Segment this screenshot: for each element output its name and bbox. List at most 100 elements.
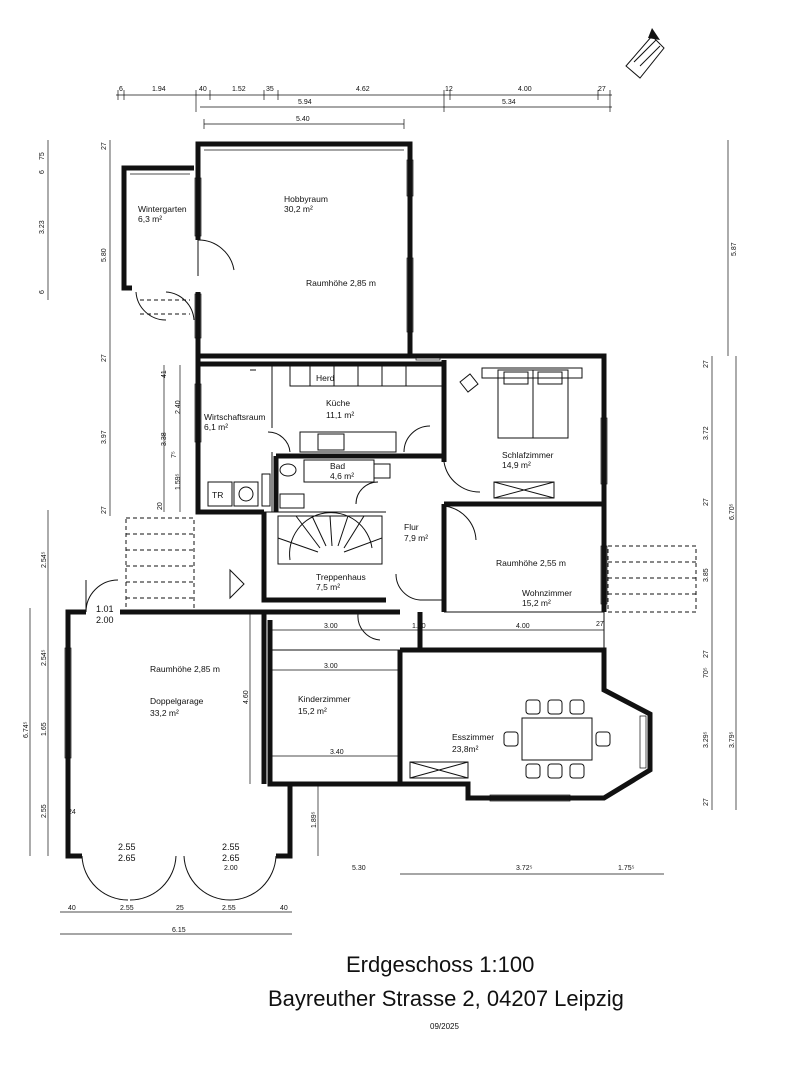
staircase [277,512,383,565]
kueche-area: 11,1 m² [326,410,354,420]
dim-right-27b: 27 [703,498,710,506]
dimension-right: 5.87 27 3.72 27 6.70⁵ 3.85 27 70⁵ 3.29⁵ … [703,140,738,810]
dim-left-323: 3.23 [39,220,46,234]
dim-bottom-40b: 40 [280,905,288,912]
dim-right-385: 3.85 [703,568,710,582]
dim-top-7: 12 [445,86,453,93]
dim-left-674: 6.74⁵ [23,721,30,738]
hobbyraum-label: Hobbyraum [284,194,328,204]
dim-left-580: 5.80 [101,248,108,262]
dim-left-6b: 6 [39,290,46,294]
dimension-top: 6 1.94 40 1.52 35 4.62 12 4.00 27 5.94 5… [116,86,612,129]
dim-top-9: 27 [598,86,606,93]
dim-top2-2: 5.34 [502,99,516,106]
wintergarten-label: Wintergarten [138,204,187,214]
dim-left-397: 3.97 [101,430,108,444]
doppelgarage-label: Doppelgarage [150,696,204,706]
flur-area: 7,9 m² [404,533,428,543]
dim-inner-27: 27 [596,621,604,628]
dim-inner-400: 4.00 [516,623,530,630]
north-arrow-icon [625,28,665,79]
wirtschaftsraum-area: 6,1 m² [204,422,228,432]
garage-door-2-width: 2.55 [222,842,240,852]
dimension-bottom: 5.30 3.72⁵ 1.75⁵ 40 2.55 25 2.55 40 6.15 [68,865,635,934]
dim-inner-150: 1.50 [412,623,426,630]
inner-dim-texts: 1.01 2.00 3.00 1.50 4.00 27 3.00 4.60 3.… [96,604,604,828]
garage-door-2-extra: 2.00 [224,865,238,872]
kinderzimmer-area: 15,2 m² [298,706,327,716]
dim-top-8: 4.00 [518,86,532,93]
garage-height: Raumhöhe 2,85 m [150,664,220,674]
room-labels: Wintergarten 6,3 m² Hobbyraum 30,2 m² Ra… [138,194,572,754]
dim-bottom-175: 1.75⁵ [618,865,635,872]
esszimmer-label: Esszimmer [452,732,494,742]
walls [65,141,653,859]
dimension-inner [60,612,664,935]
wohnzimmer-area: 15,2 m² [522,598,551,608]
dim-left-159: 1.59⁵ [175,473,182,490]
dim-left-20: 20 [157,502,164,510]
dim-left-6a: 6 [39,170,46,174]
dim-bottom-615: 6.15 [172,927,186,934]
outdoor-stairs [125,299,697,613]
dim-left-27b: 27 [101,354,108,362]
treppenhaus-area: 7,5 m² [316,582,340,592]
garage-door-labels: 2.55 2.65 2.55 2.65 2.00 [118,842,240,872]
dim-right-372: 3.72 [703,426,710,440]
wirtschaftsraum-label: Wirtschaftsraum [204,412,265,422]
dim-left-27a: 27 [101,142,108,150]
dim-top-3: 40 [199,86,207,93]
dim-inner-300b: 3.00 [324,663,338,670]
hobbyraum-height: Raumhöhe 2,85 m [306,278,376,288]
doors [81,239,481,901]
kinderzimmer-label: Kinderzimmer [298,694,351,704]
plan-date: 09/2025 [430,1022,459,1031]
dimension-left: 75 6 3.23 6 27 5.80 27 41 2.40 7⁵ 3.38 1… [23,140,182,856]
dim-left-41: 41 [161,370,168,378]
plan-title: Erdgeschoss 1:100 [346,952,535,977]
dim-inner-189: 1.89⁵ [311,811,318,828]
dim-right-27a: 27 [703,360,710,368]
dim-right-587: 5.87 [731,242,738,256]
esszimmer-area: 23,8m² [452,744,479,754]
dim-left-254b: 2.54⁵ [41,649,48,666]
flur-label: Flur [404,522,419,532]
dim-top2-1: 5.94 [298,99,312,106]
dim-right-705: 70⁵ [703,667,710,678]
dim-left-255: 2.55 [41,804,48,818]
doppelgarage-area: 33,2 m² [150,708,179,718]
dim-bottom-372: 3.72⁵ [516,865,533,872]
entrance-arrow-icon [229,568,245,600]
dim-door-width: 1.01 [96,604,114,614]
wintergarten-area: 6,3 m² [138,214,162,224]
dim-right-670: 6.70⁵ [729,503,736,520]
dim-right-27d: 27 [703,798,710,806]
tr-label: TR [212,490,223,500]
dim-top-6: 4.62 [356,86,370,93]
schlafzimmer-label: Schlafzimmer [502,450,554,460]
treppenhaus-label: Treppenhaus [316,572,366,582]
dim-top-2: 1.94 [152,86,166,93]
dim-top-1: 6 [119,86,123,93]
dim-bottom-530: 5.30 [352,865,366,872]
dim-right-379: 3.79⁵ [729,731,736,748]
bad-label: Bad [330,461,345,471]
dim-top3: 5.40 [296,116,310,123]
dim-bottom-255b: 2.55 [222,905,236,912]
wohnzimmer-height: Raumhöhe 2,55 m [496,558,566,568]
dim-left-240: 2.40 [175,400,182,414]
dim-door-height: 2.00 [96,615,114,625]
furniture [207,365,611,779]
kueche-label: Küche [326,398,350,408]
wohnzimmer-label: Wohnzimmer [522,588,572,598]
dim-inner-340: 3.40 [330,749,344,756]
dim-bottom-25: 25 [176,905,184,912]
herd-label: Herd [316,373,335,383]
dim-inner-460: 4.60 [243,690,250,704]
dim-left-338: 3.38 [161,432,168,446]
garage-door-1-width: 2.55 [118,842,136,852]
dim-bottom-255a: 2.55 [120,905,134,912]
dim-inner-300a: 3.00 [324,623,338,630]
schlafzimmer-area: 14,9 m² [502,460,531,470]
